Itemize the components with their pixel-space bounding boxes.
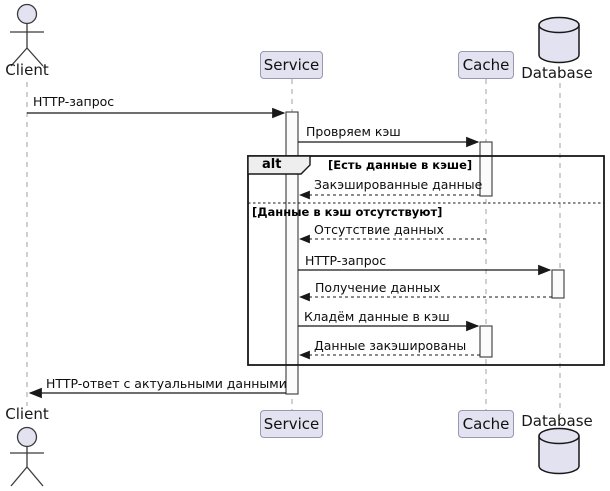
activation-service	[285, 111, 299, 395]
alt-condition-1: [Есть данные в кэше]	[328, 158, 473, 172]
activation-database	[551, 269, 565, 299]
participant-database-label-bottom: Database	[521, 412, 593, 430]
message-label-put-cache: Кладём данные в кэш	[304, 309, 450, 324]
message-label-http-response: HTTP-ответ с актуальными данными	[46, 376, 287, 391]
message-label-check-cache: Провряем кэш	[306, 124, 401, 139]
activation-cache-2	[479, 325, 493, 358]
message-label-data-cached: Данные закэшированы	[314, 338, 467, 353]
alt-fragment-frame	[247, 155, 605, 366]
message-label-cached-data: Закэшированные данные	[314, 177, 483, 192]
participant-cache-label: Cache	[462, 56, 510, 74]
participant-service-label: Service	[263, 415, 320, 433]
alt-condition-2: [Данные в кэш отсутствуют]	[252, 205, 443, 219]
message-label-no-data: Отсутствие данных	[314, 222, 444, 237]
participant-database-label-top: Database	[521, 64, 593, 82]
participant-cache-top: Cache	[458, 51, 514, 79]
message-label-http-request-db: HTTP-запрос	[305, 253, 387, 268]
database-icon-bottom	[538, 427, 580, 475]
message-label-http-request: HTTP-запрос	[33, 94, 115, 109]
participant-cache-label: Cache	[462, 415, 510, 433]
database-icon-top	[538, 16, 580, 64]
alt-operator-label: alt	[262, 157, 282, 172]
participant-client-label-top: Client	[5, 61, 49, 79]
message-label-got-data: Получение данных	[315, 280, 441, 295]
participant-service-bottom: Service	[260, 410, 323, 438]
client-actor-icon-bottom	[10, 426, 44, 487]
participant-service-top: Service	[260, 51, 323, 79]
participant-client-label-bottom: Client	[5, 405, 49, 423]
participant-service-label: Service	[263, 56, 320, 74]
alt-operator-pentagon	[247, 155, 311, 175]
client-actor-icon-top	[10, 3, 44, 67]
participant-cache-bottom: Cache	[458, 410, 514, 438]
